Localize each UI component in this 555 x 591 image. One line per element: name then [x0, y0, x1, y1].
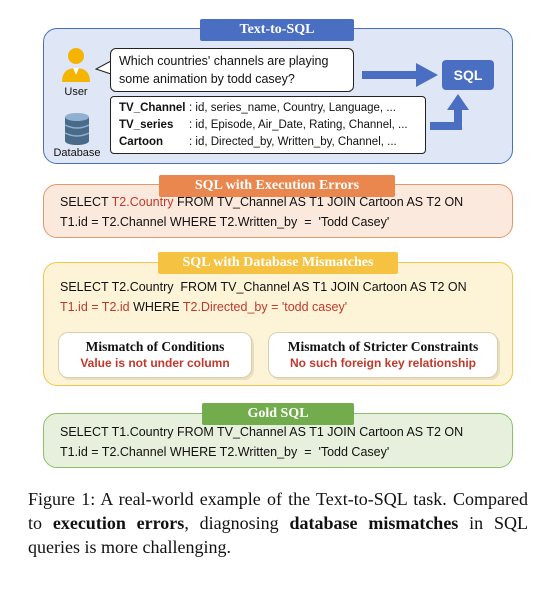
user-icon	[62, 48, 90, 82]
sql-fragment: WHERE	[129, 300, 183, 314]
caption-text: Figure 1: A real-world example of the Te…	[28, 489, 528, 533]
card-subtitle: Value is not under column	[80, 356, 230, 370]
gold-sql-header: Gold SQL	[202, 403, 354, 425]
schema-row: TV_series : id, Episode, Air_Date, Ratin…	[119, 117, 417, 134]
schema-row: TV_Channel : id, series_name, Country, L…	[119, 100, 417, 117]
question-line-1: Which countries' channels are playing	[119, 54, 329, 68]
schema-table-name: TV_series	[119, 119, 174, 131]
user-label: User	[64, 86, 88, 98]
caption-text: , diagnosing	[184, 513, 290, 533]
sql-fragment: FROM TV_Channel AS T1 JOIN Cartoon AS T2…	[173, 195, 464, 209]
caption-text: in SQL queries is more challenging.	[28, 513, 528, 557]
database-icon	[64, 113, 90, 145]
mismatch-conditions-card: Mismatch of Conditions Value is not unde…	[58, 332, 252, 378]
mismatch-highlight: T1.id = T2.id	[60, 300, 130, 314]
up-turn-arrow-icon	[430, 94, 469, 130]
card-subtitle: No such foreign key relationship	[289, 356, 477, 370]
execution-errors-sql: SELECT T2.Country FROM TV_Channel AS T1 …	[60, 192, 463, 232]
question-box: Which countries' channels are playing so…	[110, 48, 354, 92]
database-label: Database	[53, 147, 101, 159]
sql-fragment: T1.id = T2.Channel WHERE T2.Written_by =…	[60, 445, 390, 459]
schema-columns: : id, Episode, Air_Date, Rating, Channel…	[189, 119, 408, 131]
schema-table-name: Cartoon	[119, 136, 164, 148]
card-title: Mismatch of Stricter Constraints	[287, 339, 479, 354]
schema-table-name: TV_Channel	[119, 102, 186, 114]
schema-columns: : id, series_name, Country, Language, ..…	[189, 102, 396, 114]
sql-fragment: T1.id = T2.Channel WHERE T2.Written_by =…	[60, 215, 390, 229]
caption-bold: database mismatches	[289, 513, 459, 533]
right-arrow-icon	[362, 63, 438, 87]
sql-fragment: SELECT T1.Country FROM TV_Channel AS T1 …	[60, 425, 464, 439]
error-highlight: T2.Country	[111, 195, 174, 209]
sql-output-badge: SQL	[442, 60, 494, 90]
schema-box: TV_Channel : id, series_name, Country, L…	[110, 96, 426, 154]
execution-errors-header: SQL with Execution Errors	[159, 175, 395, 197]
gold-sql-text: SELECT T1.Country FROM TV_Channel AS T1 …	[60, 422, 463, 462]
question-line-2: some animation by todd casey?	[119, 72, 295, 86]
sql-fragment: SELECT	[60, 195, 112, 209]
card-title: Mismatch of Conditions	[85, 339, 225, 354]
sql-fragment: SELECT T2.Country FROM TV_Channel AS T1 …	[60, 280, 467, 294]
database-mismatches-sql: SELECT T2.Country FROM TV_Channel AS T1 …	[60, 277, 467, 317]
schema-row: Cartoon : id, Directed_by, Written_by, C…	[119, 134, 417, 151]
mismatch-constraints-card: Mismatch of Stricter Constraints No such…	[268, 332, 498, 378]
caption-bold: execution errors	[52, 513, 185, 533]
mismatch-highlight: T2.Directed_by = 'todd casey'	[182, 300, 348, 314]
schema-columns: : id, Directed_by, Written_by, Channel, …	[189, 136, 397, 148]
figure-caption: Figure 1: A real-world example of the Te…	[28, 487, 528, 559]
speech-bubble-tail	[95, 60, 112, 75]
text-to-sql-header: Text-to-SQL	[200, 19, 354, 41]
database-mismatches-header: SQL with Database Mismatches	[158, 252, 398, 274]
